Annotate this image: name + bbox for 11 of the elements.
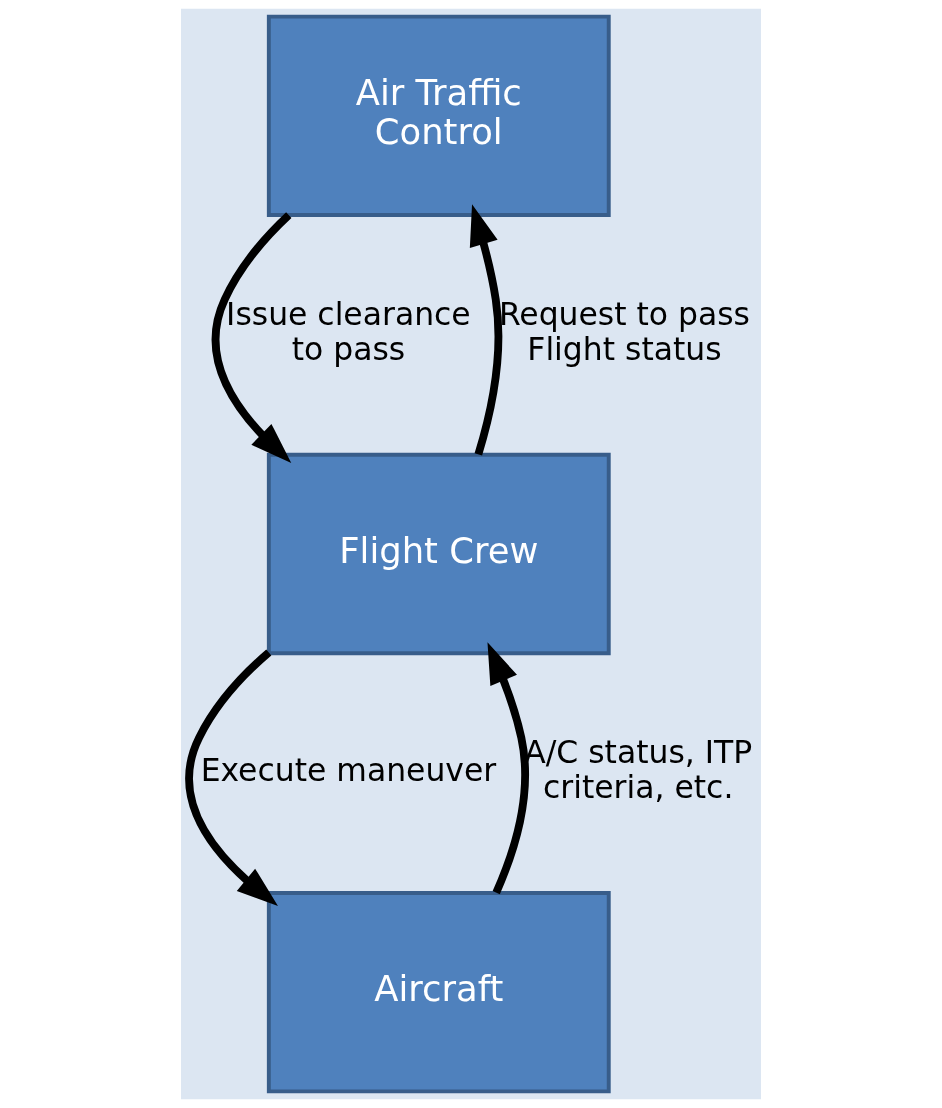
edge-label: A/C status, ITP criteria, etc. — [524, 733, 753, 806]
edge-label: Request to pass Flight status — [498, 295, 751, 368]
node-box: Air Traffic Control — [266, 14, 611, 218]
arrow — [185, 649, 278, 907]
arrow — [469, 204, 503, 456]
node-box: Flight Crew — [266, 452, 611, 656]
edge-label: Execute maneuver — [200, 751, 497, 788]
edge-label: Issue clearance to pass — [226, 295, 471, 368]
arrow — [487, 642, 529, 895]
arrow — [211, 212, 292, 463]
node-box: Aircraft — [266, 890, 611, 1094]
